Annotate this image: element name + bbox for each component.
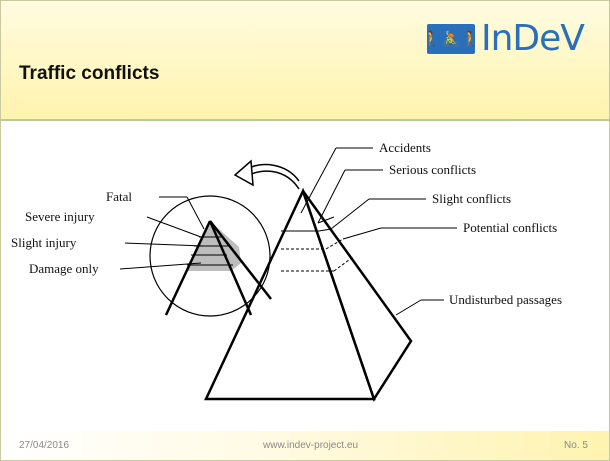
indev-logo: 🚶 🚴 🚶 InDeV [422,18,585,59]
pedestrian-icon: 🚶 [421,29,441,48]
slide-footer: 27/04/2016 www.indev-project.eu No. 5 [1,431,609,460]
header-divider [1,119,609,121]
walking-icon: 🚶 [461,29,481,48]
cyclist-icon: 🚴 [441,29,461,48]
footer-url[interactable]: www.indev-project.eu [263,440,359,451]
label-accidents: Accidents [379,140,431,155]
large-pyramid-leaders [300,147,457,316]
label-slight-conflicts: Slight conflicts [432,191,511,206]
label-potential-conflicts: Potential conflicts [463,220,557,235]
label-undisturbed-passages: Undisturbed passages [449,292,562,307]
footer-page-number: No. 5 [564,440,588,451]
large-pyramid [204,187,413,402]
label-fatal: Fatal [106,189,132,204]
logo-text: InDeV [481,18,585,59]
large-pyramid-side-face [301,190,413,402]
curved-arrow [233,159,300,190]
label-severe-injury: Severe injury [25,209,95,224]
slide-title: Traffic conflicts [19,63,160,84]
slide-header: Traffic conflicts 🚶 🚴 🚶 InDeV [1,1,609,121]
conflict-level-lines [281,216,354,272]
footer-date: 27/04/2016 [19,440,70,451]
magnifier-circle [149,195,271,317]
logo-badge: 🚶 🚴 🚶 [422,24,480,54]
label-slight-injury: Slight injury [11,235,77,250]
label-serious-conflicts: Serious conflicts [389,162,476,177]
small-pyramid-leaders [119,196,205,270]
conflict-pyramid-diagram: Fatal Severe injury Slight injury Damage… [11,140,562,402]
label-damage-only: Damage only [29,261,99,276]
small-pyramid-group [149,195,272,317]
